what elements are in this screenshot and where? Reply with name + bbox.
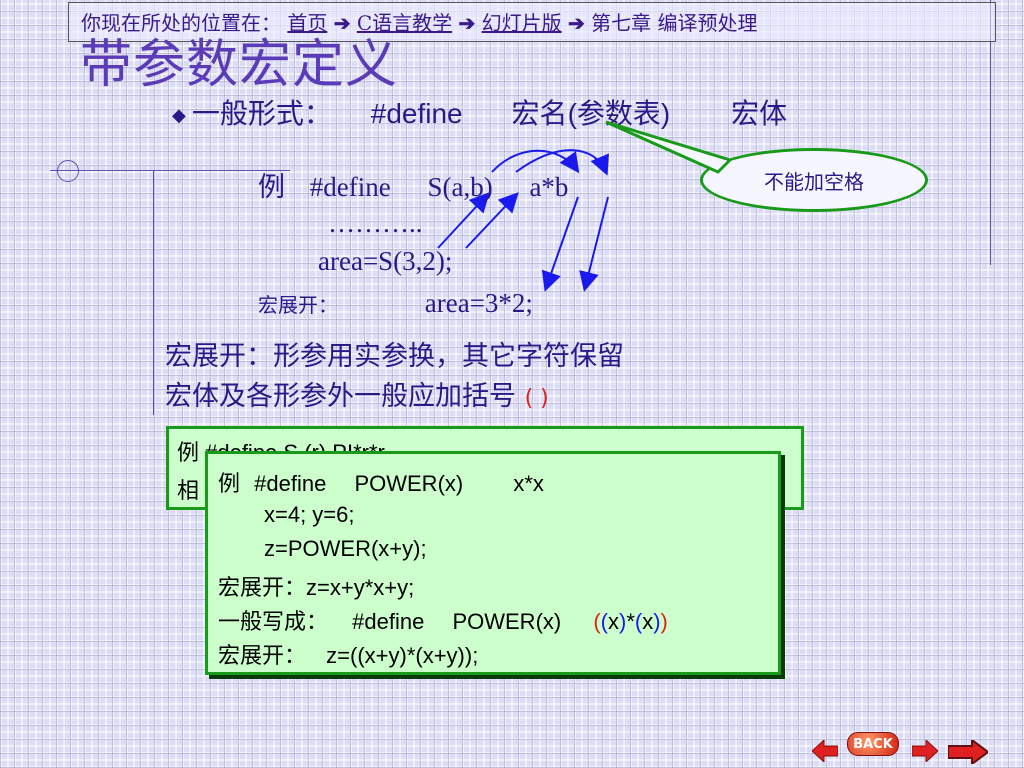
box-front-expand2-label: 宏展开：: [218, 644, 307, 669]
box-front-label: 例: [218, 472, 241, 497]
box-front-row-4: 宏展开：z=x+y*x+y;: [218, 570, 414, 602]
box-front-general-body: ((x)*(x)): [593, 609, 668, 634]
example-keyword: #define: [309, 172, 391, 202]
example-line-4: 宏展开： area=3*2;: [258, 288, 533, 319]
arrow-body-b-to-2: [579, 196, 609, 292]
example-box-front: 例 #define POWER(x) x*x x=4; y=6; z=POWER…: [205, 451, 781, 675]
general-form-keyword: #define: [370, 98, 463, 129]
example-expand-value: area=3*2;: [424, 288, 533, 318]
arrow-left-red-icon[interactable]: [812, 740, 838, 762]
callout-pointer: [605, 120, 733, 174]
box-front-row-6: 宏展开： z=((x+y)*(x+y));: [218, 638, 478, 670]
box-front-row-3: z=POWER(x+y);: [264, 536, 427, 561]
arrow-param-a-to-body: [491, 149, 580, 174]
box-front-expand-label: 宏展开：: [218, 576, 307, 601]
box-front-general-keyword: #define: [352, 609, 425, 634]
breadcrumb-separator-icon: ➔: [568, 11, 585, 35]
arrow-arg-3-to-param: [437, 192, 490, 249]
breadcrumb-slides-link[interactable]: 幻灯片版: [481, 11, 562, 35]
breadcrumb-prefix: 你现在所处的位置在：: [81, 11, 281, 35]
box-front-general-macro: POWER(x): [452, 609, 562, 634]
breadcrumb-home-link[interactable]: 首页: [287, 11, 328, 35]
note-line-1: 宏展开：形参用实参换，其它字符保留: [165, 341, 624, 372]
note-parentheses: ( ): [524, 386, 549, 411]
box-front-general-label: 一般写成：: [218, 610, 329, 635]
example-line-3: area=S(3,2);: [318, 246, 453, 276]
page-title: 带参数宏定义: [80, 35, 399, 95]
example-macro: S(a,b): [427, 172, 493, 202]
example-line-2: ………..: [328, 208, 423, 238]
box-front-macro: POWER(x): [354, 471, 464, 496]
general-form-line: ◆一般形式： #define 宏名(参数表) 宏体: [172, 92, 787, 132]
general-form-name: 宏名: [511, 97, 568, 130]
box-front-row-2: x=4; y=6;: [264, 502, 355, 527]
general-form-label: 一般形式：: [191, 97, 332, 130]
example-body: a*b: [529, 172, 569, 202]
box-front-expand2-value: z=((x+y)*(x+y));: [326, 643, 479, 668]
note-line-2: 宏体及各形参外一般应加括号 ( ): [165, 374, 549, 413]
box-front-keyword: #define: [254, 471, 327, 496]
arrow-body-a-to-3: [541, 196, 579, 292]
box-front-expand-value: z=x+y*x+y;: [306, 575, 415, 600]
arrow-right-red-icon[interactable]: [948, 740, 988, 764]
breadcrumb: 你现在所处的位置在： 首页 ➔ C语言教学 ➔ 幻灯片版 ➔ 第七章 编译预处理: [68, 2, 996, 42]
back-button[interactable]: BACK: [847, 732, 899, 756]
arrow-arg-2-to-param: [465, 192, 519, 249]
box-front-row-5: 一般写成： #define POWER(x) ((x)*(x)): [218, 604, 668, 636]
arrow-right-small-icon[interactable]: [912, 740, 938, 762]
example-line-1: 例 #define S(a,b) a*b: [258, 165, 568, 204]
note-line-2-text: 宏体及各形参外一般应加括号: [165, 381, 516, 412]
box-front-row-1: 例 #define POWER(x) x*x: [218, 466, 544, 498]
box-back-row-2-start: 相: [177, 478, 200, 503]
general-form-body: 宏体: [731, 97, 788, 130]
decorative-horizontal-line: [50, 170, 290, 171]
breadcrumb-current-chapter: 第七章 编译预处理: [591, 11, 758, 35]
breadcrumb-separator-icon: ➔: [333, 11, 351, 35]
general-form-params-close: ): [660, 98, 671, 129]
decorative-vertical-line: [990, 0, 991, 265]
callout-no-space: 不能加空格: [700, 148, 928, 212]
arrow-param-b-to-body: [515, 149, 609, 176]
box-front-body: x*x: [513, 471, 544, 496]
decorative-circle-marker: [57, 160, 79, 182]
callout-text: 不能加空格: [764, 169, 864, 194]
example-label: 例: [258, 172, 285, 203]
decorative-vertical-line-left: [153, 170, 154, 415]
bullet-diamond-icon: ◆: [172, 105, 186, 126]
breadcrumb-separator-icon: ➔: [458, 11, 476, 35]
breadcrumb-c-course-link[interactable]: C语言教学: [356, 11, 453, 35]
example-expand-label: 宏展开：: [258, 293, 338, 317]
general-form-params-open: (: [567, 98, 577, 129]
